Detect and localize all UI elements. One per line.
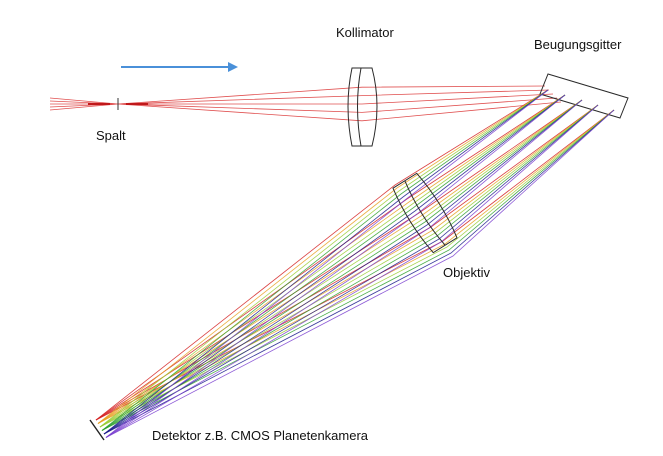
spectrum-ray [97,109,615,424]
spectrum-ray [99,109,615,428]
spectrum-ray [103,109,615,435]
spectrum-ray [103,104,599,435]
spectrum-ray [97,99,583,424]
spectrum-ray [95,109,615,421]
input-ray-bundle [49,85,562,122]
slit-label: Spalt [96,128,126,143]
input-ray [49,85,546,105]
input-ray [50,93,554,105]
spectrum-ray [99,89,549,428]
spectrum-ray [99,94,566,428]
light-direction-arrow [121,62,238,72]
spectrum-ray [99,99,583,428]
collimator-label: Kollimator [336,25,394,40]
input-ray [49,101,562,122]
spectrum-ray [101,94,566,431]
spectrum-ray [95,94,566,421]
objective-label: Objektiv [443,265,490,280]
detector [89,419,105,441]
input-ray [49,97,558,113]
spectrum-ray [101,99,583,431]
spectrum-ray [95,89,549,421]
input-ray [49,89,550,105]
diffraction-grating [539,73,629,119]
spectrum-ray [105,89,549,438]
spectrum-ray [95,99,583,421]
spectrum-ray [105,109,615,438]
spectrum-ray [105,94,566,438]
spectrum-ray [101,89,549,431]
spectrum-ray [103,89,549,435]
grating-label: Beugungsgitter [534,37,622,52]
objective-lens [392,172,458,254]
spectrum-ray [97,89,549,424]
dispersed-ray-bundle [95,89,615,438]
slit [88,98,148,110]
spectrum-ray [97,94,566,424]
spectrum-ray [95,104,599,421]
spectrum-ray [103,94,566,435]
detector-label: Detektor z.B. CMOS Planetenkamera [152,428,369,443]
spectrum-ray [105,104,599,438]
spectrum-ray [101,109,615,431]
spectrum-ray [105,99,583,438]
collimator-lens [347,67,378,147]
spectrum-ray [103,99,583,435]
